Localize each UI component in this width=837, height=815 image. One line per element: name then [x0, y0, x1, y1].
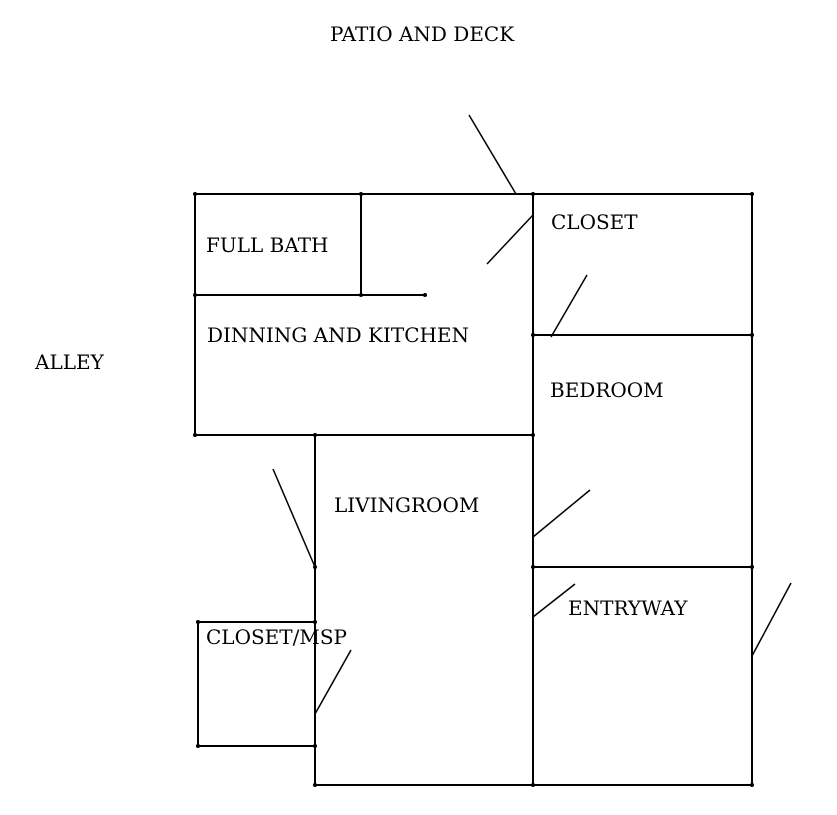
label-bedroom: BEDROOM — [550, 378, 664, 402]
door-bedroom — [532, 489, 591, 538]
door-alley — [272, 468, 316, 568]
door-patio — [468, 114, 517, 195]
door-closet-bedroom — [550, 274, 588, 338]
door-closet-kitchen — [486, 214, 534, 265]
label-dining-kitchen: DINNING AND KITCHEN — [207, 323, 469, 347]
door-front — [751, 582, 792, 657]
door-entryway-inner — [532, 583, 576, 618]
label-closet: CLOSET — [551, 210, 638, 234]
doors — [272, 114, 792, 715]
label-entryway: ENTRYWAY — [568, 596, 688, 620]
door-msp — [314, 649, 352, 715]
walls — [194, 193, 753, 786]
label-alley: ALLEY — [34, 350, 105, 374]
label-full-bath: FULL BATH — [206, 233, 328, 257]
vertex-markers — [193, 192, 754, 787]
room-labels: PATIO AND DECK ALLEY FULL BATH DINNING A… — [34, 22, 688, 649]
label-livingroom: LIVINGROOM — [334, 493, 479, 517]
label-patio: PATIO AND DECK — [330, 22, 515, 46]
label-closet-msp: CLOSET/MSP — [206, 625, 347, 649]
